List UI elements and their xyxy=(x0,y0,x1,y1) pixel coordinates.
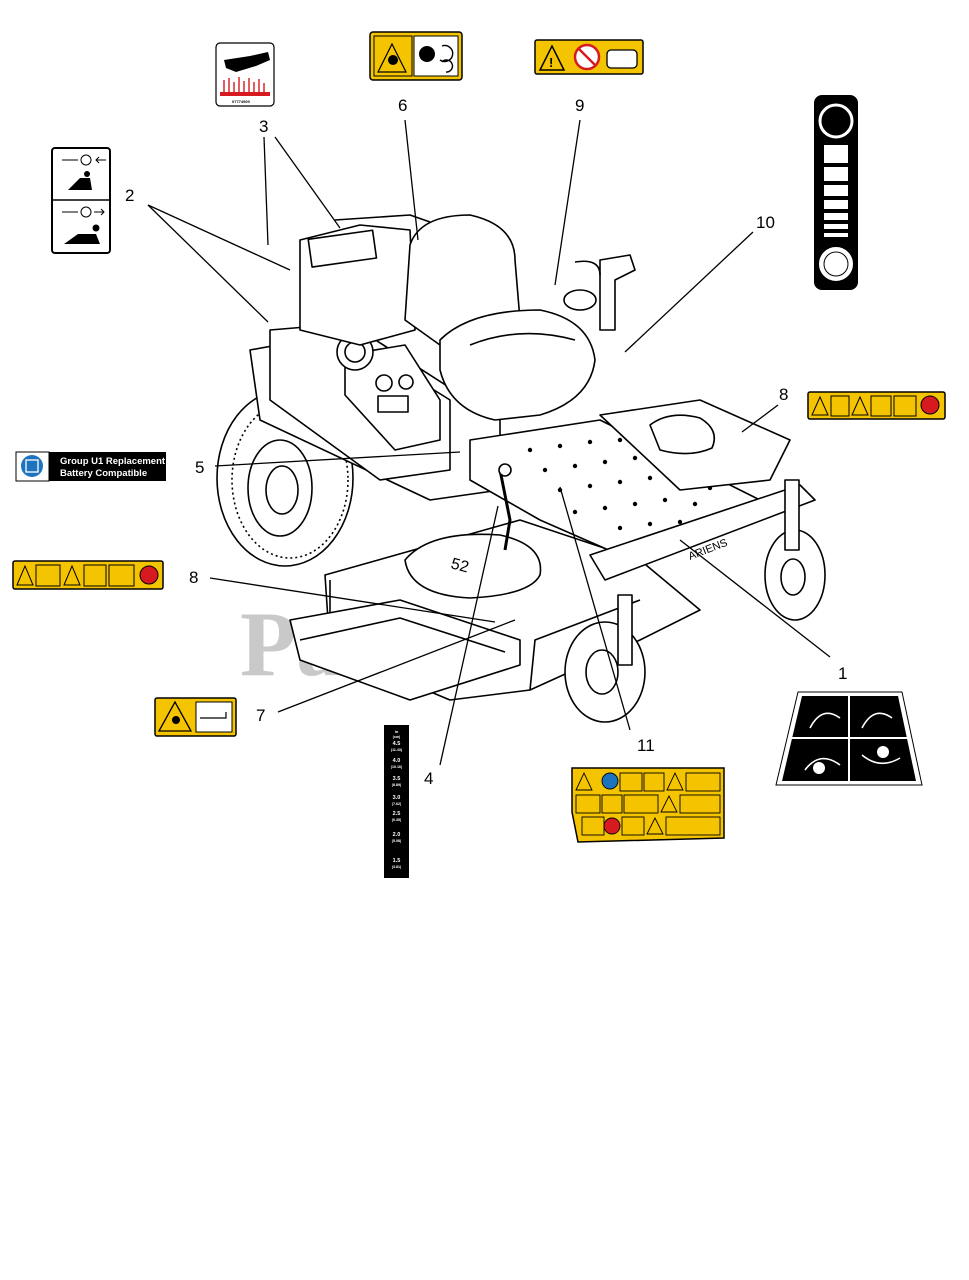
height-row-in: 1.5 xyxy=(393,858,401,864)
callout-5: 5 xyxy=(195,458,204,477)
reverse-icon xyxy=(861,754,901,765)
steering-control-decal xyxy=(775,691,923,786)
callout-10: 10 xyxy=(756,213,775,232)
callout-11: 11 xyxy=(637,736,655,755)
callout-6: 6 xyxy=(398,96,407,115)
rotate-icon xyxy=(439,44,454,73)
battery-decal: Group U1 Replacement Battery Compatible xyxy=(15,451,166,482)
fast-icon xyxy=(818,103,854,139)
height-row-in: 4.5 xyxy=(393,741,401,747)
height-row-cm: (7.62) xyxy=(392,802,402,806)
pto-decal xyxy=(51,147,111,254)
height-row-cm: (5.08) xyxy=(392,839,402,843)
caution-icon xyxy=(920,395,940,415)
svg-text:!: ! xyxy=(549,55,553,70)
callout-2: 2 xyxy=(125,186,134,205)
hot-decal-code: 07774900 xyxy=(232,99,251,104)
entanglement-icon xyxy=(377,42,407,73)
mower-illustration: 52 ARIENS xyxy=(216,214,826,723)
hot-surface-decal: 07774900 xyxy=(215,42,275,107)
fuel-tank-icon xyxy=(606,49,638,69)
neutral-icon xyxy=(877,746,889,758)
fuel-warning-decal: ! xyxy=(534,39,644,75)
callout-4: 4 xyxy=(424,769,433,788)
callout-8-left: 8 xyxy=(189,568,198,587)
callout-numbers: 1 2 3 4 5 6 7 8 8 9 10 11 xyxy=(125,96,847,788)
belt-icon xyxy=(419,46,435,62)
battery-decal-line1: Group U1 Replacement xyxy=(60,456,166,467)
thrown-objects-icon xyxy=(157,700,193,732)
height-row-in: 3.0 xyxy=(393,795,401,801)
operator-seated-icon xyxy=(68,178,92,190)
callout-9: 9 xyxy=(575,96,584,115)
heat-waves-icon xyxy=(223,77,265,92)
turn-right-icon xyxy=(861,712,893,729)
seat xyxy=(404,214,521,346)
forward-icon xyxy=(804,757,841,771)
callout-3: 3 xyxy=(259,117,268,136)
height-row-in: 3.5 xyxy=(393,776,401,782)
height-row-cm: (8.89) xyxy=(392,783,402,787)
deck-safety-decal-right xyxy=(807,391,946,420)
height-unit: in xyxy=(395,729,399,734)
deck-safety-decal-left xyxy=(12,560,164,590)
callout-8-right: 8 xyxy=(779,385,788,404)
height-row-in: 4.0 xyxy=(393,758,401,764)
hand-icon xyxy=(224,52,270,72)
front-caster-right xyxy=(764,479,826,621)
height-row-in: 2.5 xyxy=(393,811,401,817)
throttle-decal xyxy=(814,95,858,290)
deck-size-label: 52 xyxy=(449,555,471,576)
height-row-in: 2.0 xyxy=(393,832,401,838)
height-row-cm: (11.43) xyxy=(391,748,403,752)
callout-7: 7 xyxy=(256,706,265,725)
read-manual-icon xyxy=(21,455,43,477)
operator-safety-decal xyxy=(571,767,725,843)
entanglement-decal xyxy=(369,31,463,81)
warning-triangle-icon xyxy=(538,44,566,71)
height-row-cm: (10.16) xyxy=(391,765,403,769)
height-row-cm: (6.35) xyxy=(392,818,402,822)
height-rows: 4.5 (11.43) 4.0 (10.16) 3.5 (8.89) 3.0 (… xyxy=(391,741,403,869)
front-bumper xyxy=(589,484,816,581)
cutting-height-decal: in (cm) 4.5 (11.43) 4.0 (10.16) 3.5 (8.8… xyxy=(384,725,409,878)
battery-decal-line2: Battery Compatible xyxy=(60,468,147,479)
height-row-cm: (3.81) xyxy=(392,865,402,869)
caution-icon xyxy=(139,565,159,585)
height-unit-alt: (cm) xyxy=(393,735,400,739)
turn-left-icon xyxy=(809,712,841,729)
leader-lines xyxy=(147,119,831,766)
thrown-objects-decal xyxy=(154,697,237,737)
neutral-icon xyxy=(813,762,825,774)
operator-standing-icon xyxy=(64,234,100,244)
slow-icon xyxy=(819,247,853,281)
callout-1: 1 xyxy=(838,664,847,683)
